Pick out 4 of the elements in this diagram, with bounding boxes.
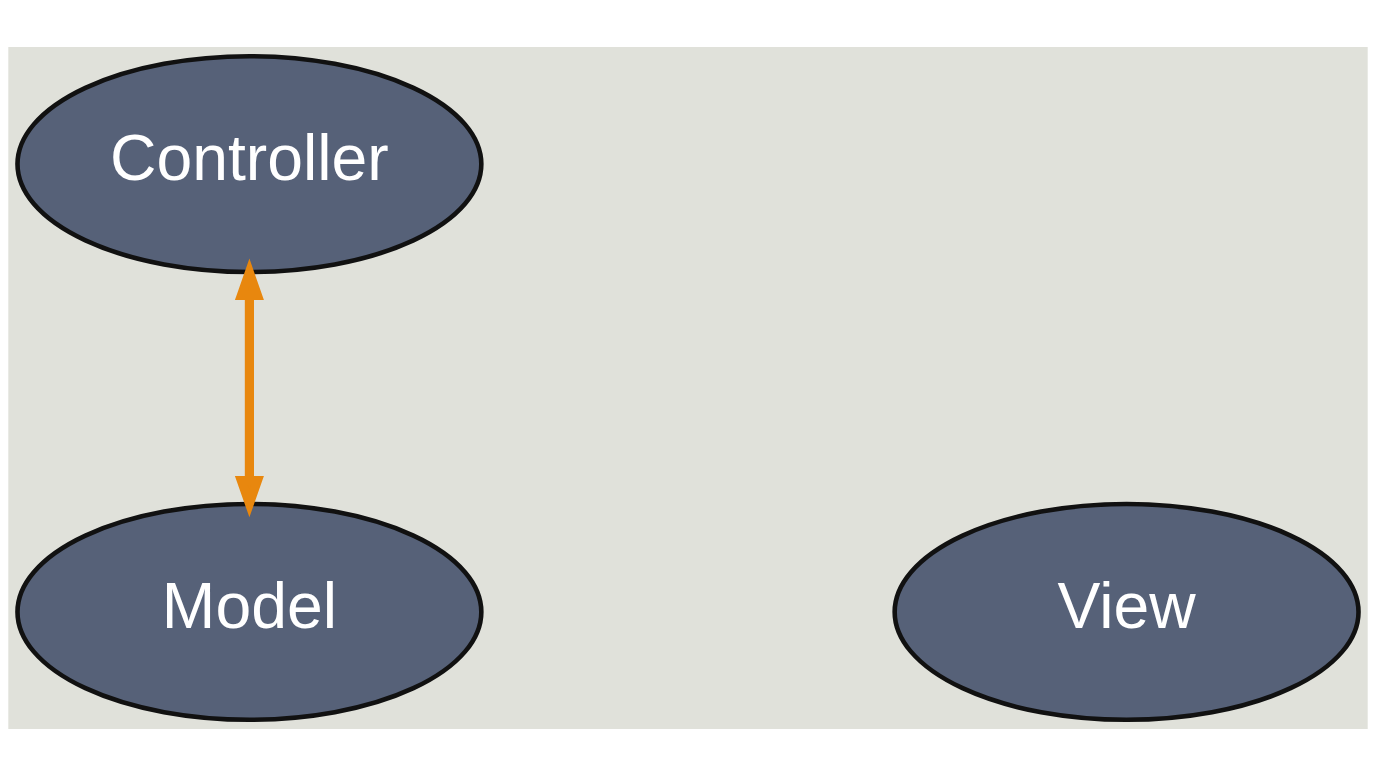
node-ellipse: Controller — [15, 53, 484, 274]
arrow — [234, 258, 264, 517]
node-ellipse: Model — [15, 501, 484, 722]
node-ellipse: View — [892, 501, 1361, 722]
